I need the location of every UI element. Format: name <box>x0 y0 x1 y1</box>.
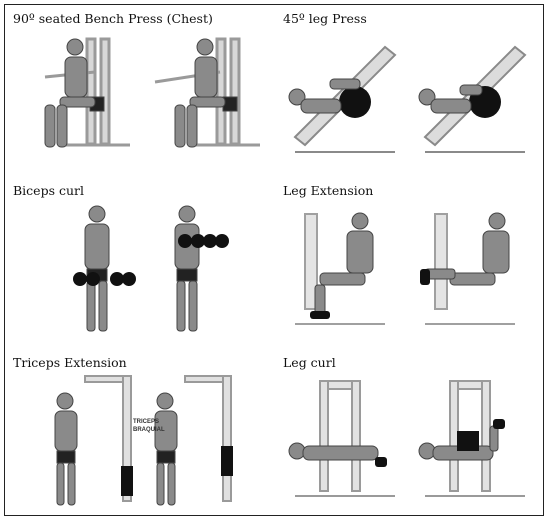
panel-title: 45º leg Press <box>283 11 367 26</box>
panel-leg-extension: Leg Extension <box>275 177 543 347</box>
panel-leg-curl: Leg curl <box>275 349 543 519</box>
panel-title: Leg curl <box>283 355 336 370</box>
panel-title: Leg Extension <box>283 183 374 198</box>
panel-title: 90º seated Bench Press (Chest) <box>13 11 213 26</box>
bench-press-illustration <box>44 37 260 148</box>
machine-label-line-2: BRAQUIAL <box>133 427 165 433</box>
panel-biceps-curl: Biceps curl <box>5 177 273 347</box>
leg-curl-illustration <box>288 380 525 497</box>
triceps-extension-illustration: TRICEPS BRAQUIAL <box>54 375 233 506</box>
panel-leg-press: 45º leg Press <box>275 5 543 175</box>
panel-title: Biceps curl <box>13 183 84 198</box>
exercise-grid: 90º seated Bench Press (Chest) <box>4 4 544 516</box>
leg-press-illustration <box>288 45 527 153</box>
panel-title: Triceps Extension <box>13 355 127 370</box>
leg-extension-illustration <box>295 212 515 325</box>
biceps-curl-illustration <box>73 205 229 332</box>
panel-triceps-extension: Triceps Extension TRICEPS <box>5 349 273 519</box>
panel-bench-press: 90º seated Bench Press (Chest) <box>5 5 273 175</box>
machine-label-line-1: TRICEPS <box>133 419 159 425</box>
